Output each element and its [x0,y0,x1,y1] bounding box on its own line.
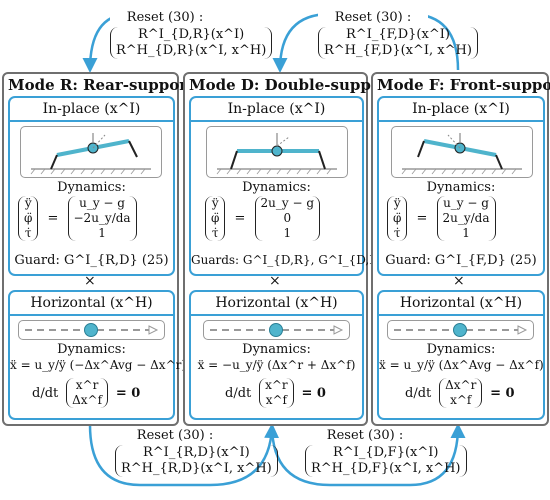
reset-line: R^I_{D,F}(x^I) [333,445,439,460]
ddt-r: d/dt x^r Δx^f = 0 [32,378,141,408]
reset-bottom-left: Reset (30) : R^I_{R,D}(x^I) R^H_{R,D}(x^… [115,428,278,477]
inplace-panel-f: In-place (x^I) Dynamics: ÿ φ̈ τ̇ [377,96,545,276]
horizontal-panel-d: Horizontal (x^H) Dynamics: ẍ = −u_y/ÿ (Δ… [189,290,364,420]
h-eq-f: ẍ = u_y/ÿ (Δx^Avg − Δx^f) [379,358,544,372]
reset-title: Reset (30) : [334,10,412,25]
reset-line: R^I_{R,D}(x^I) [143,445,250,460]
robot-double-icon [216,133,337,175]
guard-r: Guard: G^I_{R,D} (25) [14,253,169,268]
reset-line: R^I_{D,R}(x^I) [138,27,245,42]
inplace-title-f: In-place (x^I) [379,98,543,122]
inplace-panel-d: In-place (x^I) Dynamics: ÿ φ̈ τ̇ [189,96,414,276]
guard-f: Guard: G^I_{F,D} (25) [385,253,537,268]
horizontal-panel-f: Horizontal (x^H) Dynamics: ẍ = u_y/ÿ (Δx… [377,290,545,420]
robot-front-icon [401,133,522,175]
double-support-illustration [206,126,348,178]
robot-rear-icon [30,133,151,175]
ddt-d: d/dt x^r x^f = 0 [225,378,326,408]
inplace-dynamics-f: ÿ φ̈ τ̇ = u_y − g 2u_y/da 1 [387,196,496,241]
reset-bottom-right: Reset (30) : R^I_{D,F}(x^I) R^H_{D,F}(x^… [305,428,467,477]
mode-f: Mode F: Front-support In-place (x^I) Dyn… [371,72,550,426]
reset-title: Reset (30) : [136,428,214,443]
horizontal-title-f: Horizontal (x^H) [379,292,543,316]
reset-line: R^H_{D,F}(x^I, x^H) [311,461,461,476]
inplace-dynamics-r: ÿ φ̈ τ̇ = u_y − g −2u_y/da 1 [18,196,137,241]
horizontal-title-r: Horizontal (x^H) [10,292,173,316]
h-eq-d: ẍ = −u_y/ÿ (Δx^r + Δx^f) [197,358,356,372]
mode-f-title: Mode F: Front-support [377,76,550,94]
mode-d: Mode D: Double-support In-place (x^I) Dy… [183,72,414,426]
reset-line: R^H_{R,D}(x^I, x^H) [121,461,272,476]
inplace-title-r: In-place (x^I) [10,98,173,122]
h-dynamics-label-d: Dynamics: [242,342,311,357]
h-dynamics-label-f: Dynamics: [426,342,496,357]
horizontal-title-d: Horizontal (x^H) [191,292,362,316]
ddt-f: d/dt Δx^r x^f = 0 [405,378,515,408]
inplace-panel-r: In-place (x^I) Dynamics: ÿ φ̈ τ̇ [8,96,175,276]
horizontal-slider-d [203,320,350,340]
mode-r-title: Mode R: Rear-support [8,76,195,94]
h-dynamics-label-r: Dynamics: [57,342,126,357]
reset-line: R^I_{F,D}(x^I) [346,27,450,42]
times-f: × [453,273,465,289]
mode-r: Mode R: Rear-support In-place (x^I) Dyna… [2,72,194,426]
horizontal-slider-r [18,320,165,340]
inplace-title-d: In-place (x^I) [191,98,362,122]
reset-top-left: Reset (30) : R^I_{D,R}(x^I) R^H_{D,R}(x^… [110,10,273,59]
rear-support-illustration [20,126,162,178]
h-eq-r: ẍ = u_y/ÿ (−Δx^Avg − Δx^r) [10,358,187,372]
dynamics-label-r: Dynamics: [57,180,126,195]
horizontal-slider-f [387,320,534,340]
arrow-r-to-d-bottom [88,423,280,487]
guard-d: Guards: G^I_{D,R}, G^I_{D,F} (25) [191,253,414,267]
reset-top-right: Reset (30) : R^I_{F,D}(x^I) R^H_{F,D}(x^… [318,10,478,59]
mode-d-title: Mode D: Double-support [189,76,396,94]
front-support-illustration [391,126,533,178]
dynamics-label-f: Dynamics: [426,180,496,195]
reset-line: R^H_{F,D}(x^I, x^H) [324,43,472,58]
horizontal-panel-r: Horizontal (x^H) Dynamics: ẍ = u_y/ÿ (−Δ… [8,290,187,420]
inplace-dynamics-d: ÿ φ̈ τ̇ = 2u_y − g 0 1 [205,196,321,241]
reset-title: Reset (30) : [126,10,204,25]
reset-line: R^H_{D,R}(x^I, x^H) [116,43,267,58]
times-d: × [269,273,281,289]
reset-title: Reset (30) : [326,428,404,443]
times-r: × [84,273,96,289]
dynamics-label-d: Dynamics: [242,180,311,195]
